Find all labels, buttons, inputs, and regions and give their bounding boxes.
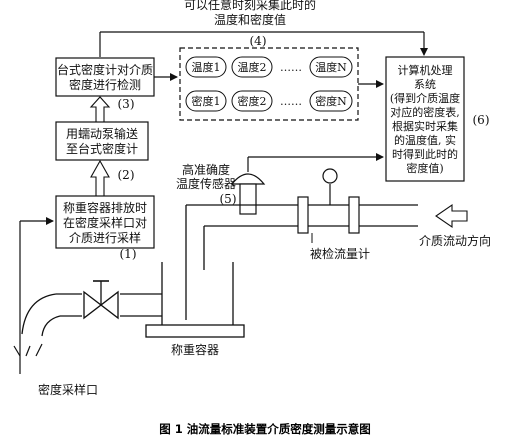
top-note-line1: 可以任意时刻采集此时的 <box>184 0 316 12</box>
valve <box>83 280 119 320</box>
temperature-2: 温度2 <box>238 60 267 74</box>
computer-line4: 对应的密度表, <box>390 105 460 119</box>
flow-direction-arrow <box>435 203 468 229</box>
density-n: 密度N <box>315 94 347 108</box>
sample-line2: 在密度采样口对 <box>63 215 147 230</box>
computer-line3: (得到介质温度 <box>390 91 460 105</box>
sensor-label-line2: 温度传感器 <box>176 176 236 191</box>
sensor-label-line1: 高准确度 <box>182 162 230 177</box>
density-ellipsis: …… <box>280 95 302 108</box>
sampling-port-label: 密度采样口 <box>38 382 98 397</box>
label-1: (1) <box>120 247 137 261</box>
pipe <box>185 204 418 320</box>
sensor-signal-line <box>247 153 384 172</box>
density-2: 密度2 <box>238 94 267 108</box>
outlet-pipe <box>21 293 162 337</box>
computer-line6: 的温度值, 实 <box>394 133 456 147</box>
label-2: (2) <box>118 168 135 182</box>
flow-direction-label: 介质流动方向 <box>419 233 491 248</box>
container-label: 称重容器 <box>171 342 219 357</box>
computer-line7: 时得到此时的 <box>392 147 458 161</box>
pump-line1: 用蠕动泵输送 <box>66 126 138 141</box>
detect-line2: 密度进行检测 <box>69 77 141 92</box>
density-1: 密度1 <box>192 94 221 108</box>
label-3: (3) <box>118 97 135 111</box>
sampling-connector <box>19 217 54 374</box>
computer-line5: 根据实时采集 <box>392 119 458 133</box>
readings-box: 温度1 温度2 …… 温度N 密度1 密度2 …… 密度N <box>179 47 359 121</box>
label-5: (5) <box>220 192 237 206</box>
flowmeter <box>297 168 360 243</box>
temperature-1: 温度1 <box>192 60 221 74</box>
sample-line1: 称重容器排放时 <box>63 200 147 215</box>
temperature-n: 温度N <box>315 60 347 74</box>
sample-box: 称重容器排放时 在密度采样口对 介质进行采样 <box>55 195 155 249</box>
temperature-ellipsis: …… <box>280 61 302 74</box>
weighing-container <box>145 262 245 338</box>
label-4: (4) <box>250 34 267 48</box>
pump-box: 用蠕动泵输送 至台式密度计 <box>55 121 149 161</box>
sample-line3: 介质进行采样 <box>69 230 141 245</box>
top-note-line2: 温度和密度值 <box>214 12 286 27</box>
label-6: (6) <box>473 113 490 127</box>
flowmeter-label: 被检流量计 <box>310 246 370 261</box>
density-detect-box: 台式密度计对介质 密度进行检测 <box>55 57 155 97</box>
computer-box: 计算机处理 系统 (得到介质温度 对应的密度表, 根据实时采集 的温度值, 实 … <box>385 56 465 182</box>
computer-line1: 计算机处理 <box>398 63 453 77</box>
temperature-sensor <box>230 173 266 215</box>
detect-line1: 台式密度计对介质 <box>57 62 153 77</box>
sampling-spray <box>13 343 43 357</box>
computer-line2: 系统 <box>414 78 436 91</box>
open-arrow-3 <box>89 96 111 123</box>
top-connector <box>99 31 428 57</box>
open-arrow-2 <box>90 159 110 197</box>
computer-line8: 密度值) <box>406 161 443 175</box>
figure-caption: 图 1 油流量标准装置介质密度测量示意图 <box>159 422 371 436</box>
pump-line2: 至台式密度计 <box>66 141 138 156</box>
